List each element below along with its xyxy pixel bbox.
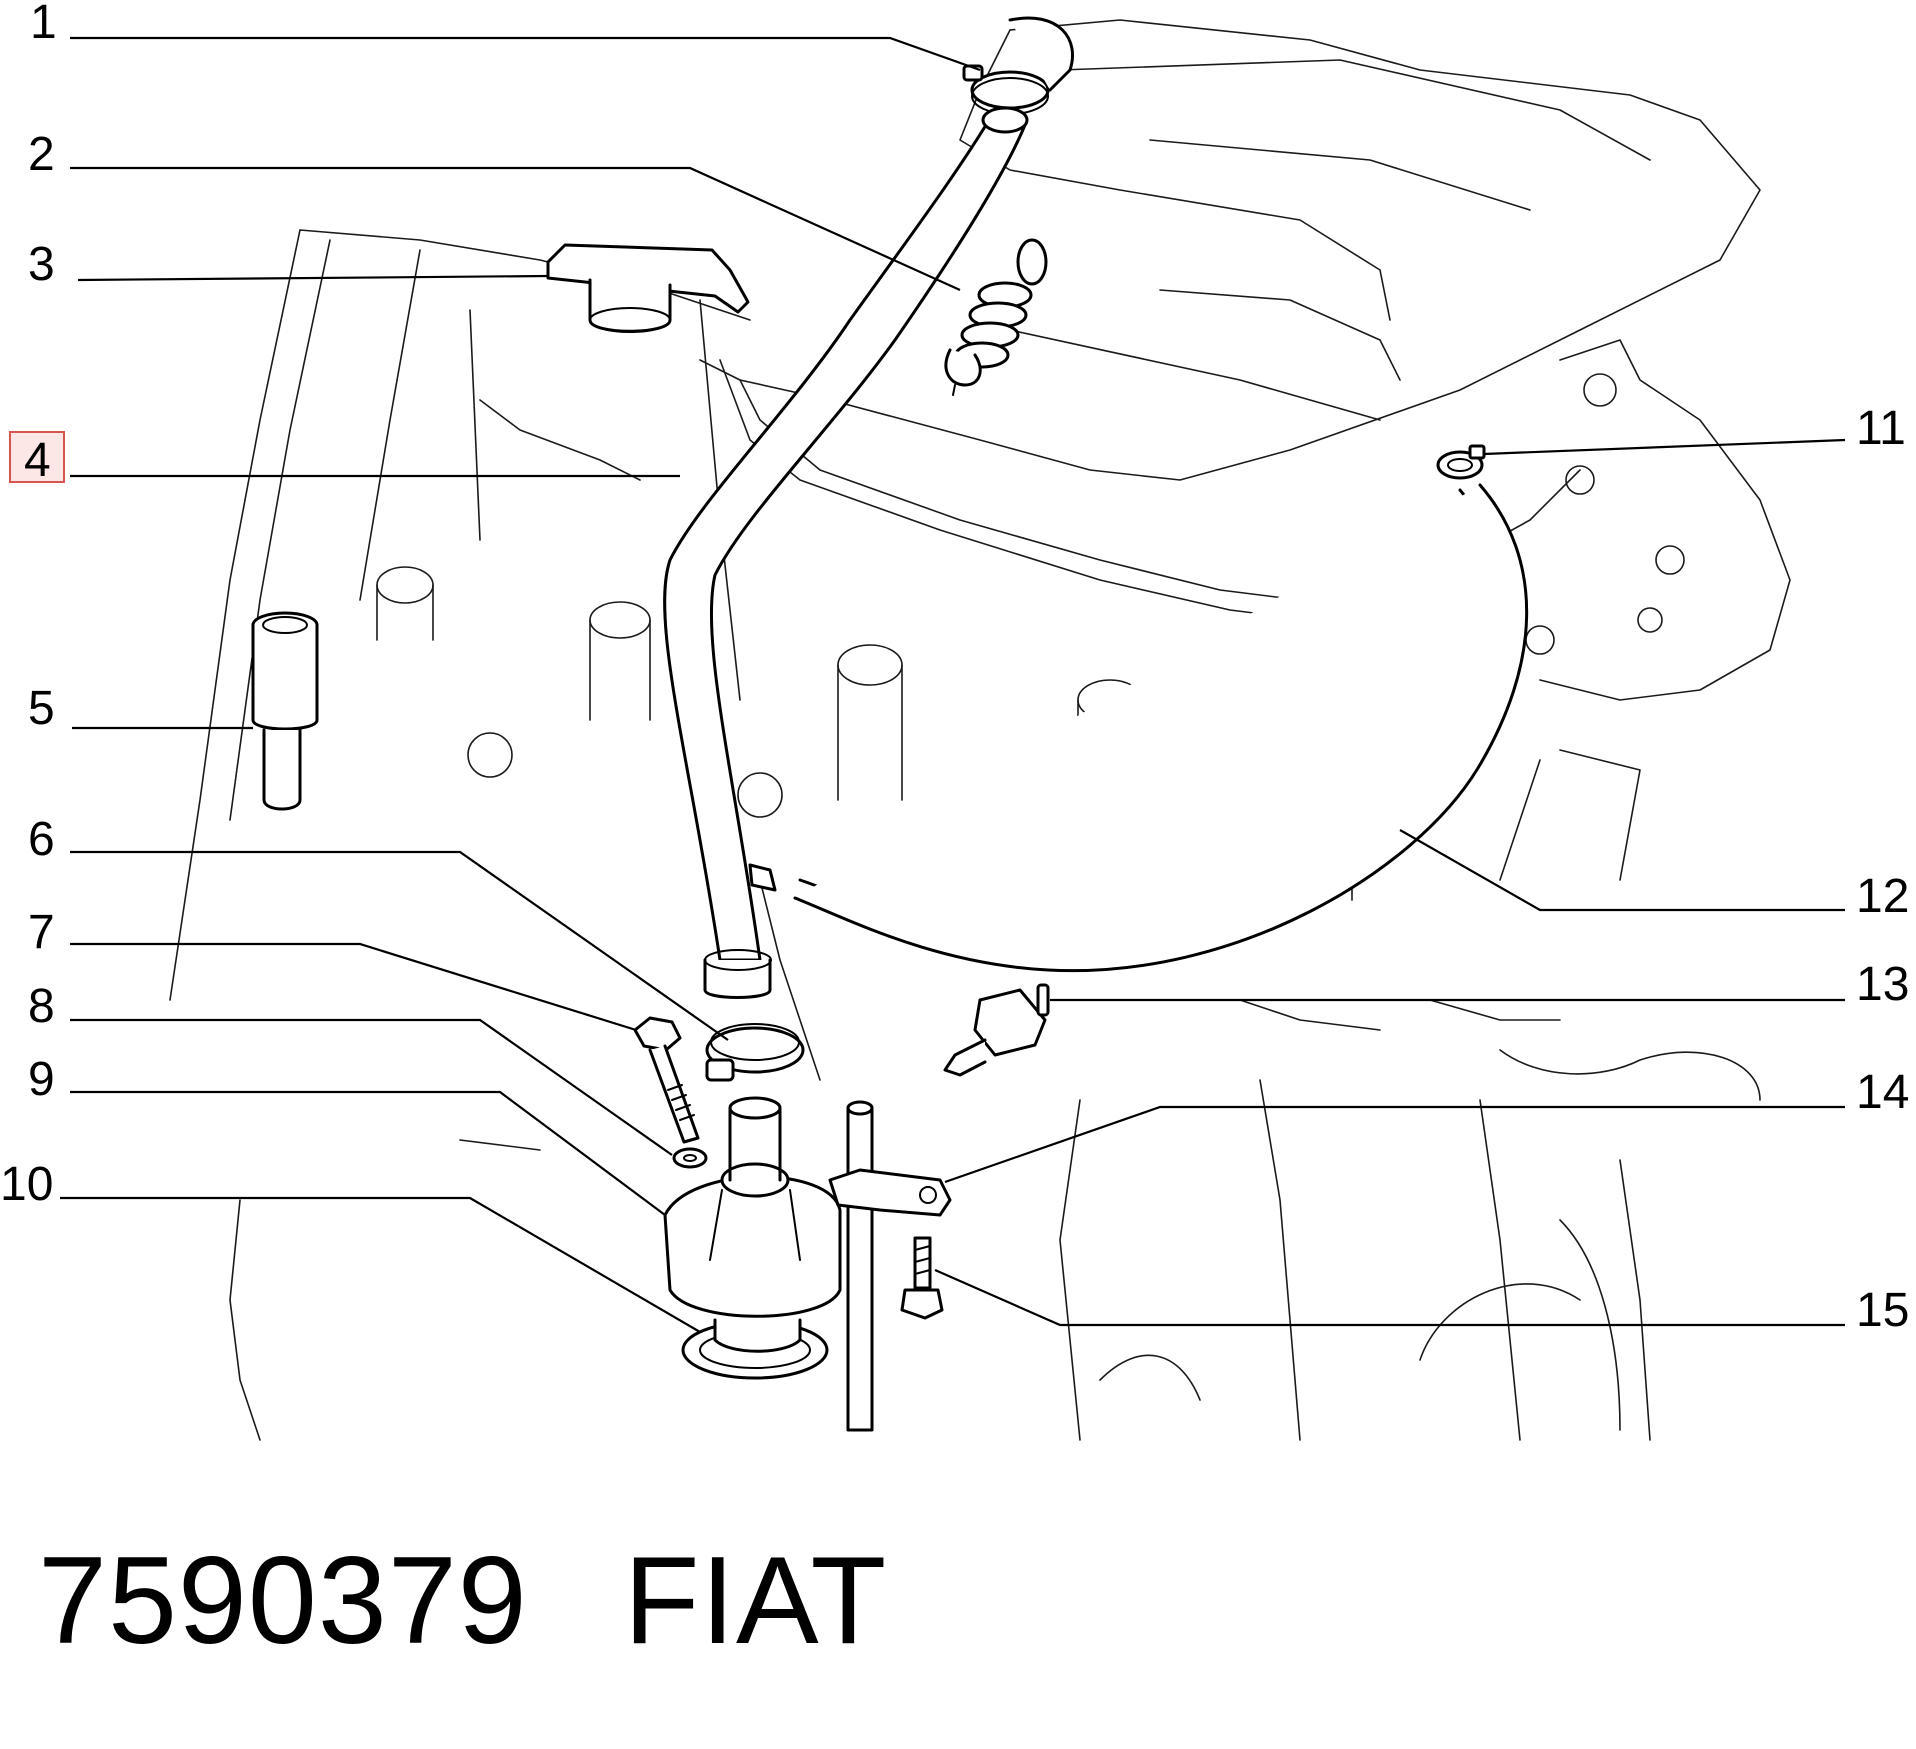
part-1-hose-clamp bbox=[962, 16, 1074, 115]
leader-lines bbox=[60, 36, 1846, 1333]
footer: 7590379 FIAT bbox=[38, 1530, 887, 1672]
part-5-fitting bbox=[251, 611, 319, 811]
leader-6 bbox=[70, 850, 729, 1041]
callout-9: 9 bbox=[28, 1053, 55, 1106]
callout-numbers: 1 2 3 4 5 6 7 8 9 10 11 12 13 14 15 bbox=[0, 0, 1909, 1337]
leader-7 bbox=[70, 942, 637, 1032]
part-15-screw bbox=[900, 1236, 944, 1320]
callout-8: 8 bbox=[28, 980, 55, 1033]
part-13-sensor bbox=[943, 983, 1050, 1077]
part-10-gasket bbox=[681, 1318, 829, 1380]
leader-10 bbox=[60, 1196, 701, 1333]
leader-12 bbox=[1399, 829, 1845, 912]
part-12-small-hose bbox=[748, 483, 1529, 973]
callout-1: 1 bbox=[30, 0, 57, 49]
part-8-washer bbox=[672, 1147, 708, 1169]
part-6-hose-clamp bbox=[705, 1023, 805, 1082]
part-7-bolt bbox=[633, 1016, 700, 1144]
leader-14 bbox=[944, 1105, 1845, 1184]
callout-15: 15 bbox=[1856, 1284, 1909, 1337]
part-9-separator bbox=[663, 1096, 842, 1318]
callout-5: 5 bbox=[28, 682, 55, 735]
leader-9 bbox=[70, 1090, 666, 1216]
callout-6: 6 bbox=[28, 813, 55, 866]
callout-3: 3 bbox=[28, 238, 55, 291]
callout-11: 11 bbox=[1856, 402, 1906, 455]
part-number: 7590379 bbox=[38, 1532, 528, 1670]
engine-outline bbox=[169, 19, 1791, 1441]
callout-7: 7 bbox=[28, 906, 55, 959]
leader-8 bbox=[70, 1018, 673, 1156]
callout-14: 14 bbox=[1856, 1066, 1909, 1119]
leader-3 bbox=[77, 274, 549, 282]
parts bbox=[251, 16, 1529, 1432]
callout-4-highlight bbox=[9, 431, 65, 483]
part-14-tube-bracket bbox=[828, 1100, 952, 1432]
part-4-breather-hose bbox=[663, 106, 1029, 999]
leader-1 bbox=[70, 36, 981, 72]
part-3-filler-cap bbox=[546, 243, 750, 333]
leader-15 bbox=[934, 1268, 1845, 1327]
callout-2: 2 bbox=[28, 128, 55, 181]
leader-2 bbox=[70, 166, 961, 292]
callout-13: 13 bbox=[1856, 958, 1909, 1011]
callout-12: 12 bbox=[1856, 870, 1909, 923]
part-2-rubber-boot bbox=[944, 238, 1048, 396]
brand-name: FIAT bbox=[623, 1532, 888, 1670]
callout-10: 10 bbox=[0, 1158, 53, 1211]
callout-4: 4 bbox=[24, 434, 51, 487]
leader-11 bbox=[1483, 438, 1846, 456]
part-11-small-clamp bbox=[1436, 444, 1486, 480]
